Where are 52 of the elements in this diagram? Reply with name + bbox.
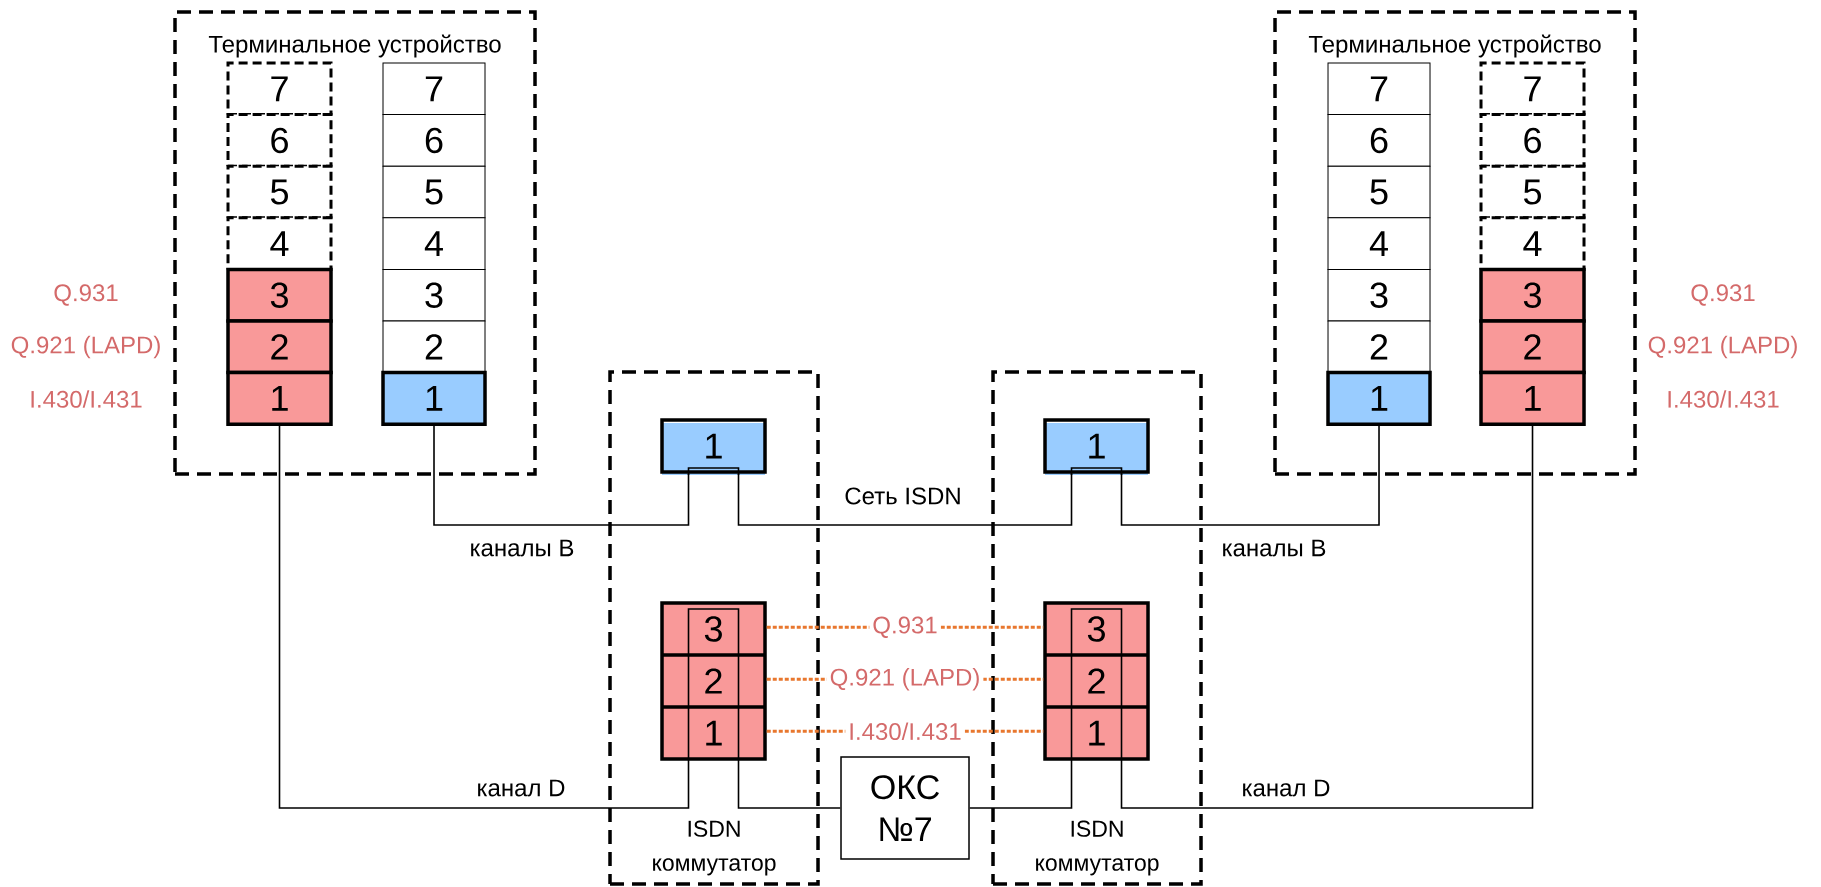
layer-cell: 6 — [226, 113, 333, 168]
layer-stack: 3 2 1 — [660, 601, 767, 761]
protocol-label: Q.931 — [54, 284, 118, 306]
layer-cell: 5 — [1479, 164, 1586, 220]
layer-cell: 1 — [1043, 418, 1150, 476]
connection-line — [968, 425, 1534, 809]
connection-line — [1120, 425, 1380, 526]
layer-cell: 7 — [382, 62, 486, 116]
protocol-label: Q.931 — [1691, 284, 1755, 306]
edge-label: каналы B — [1219, 537, 1329, 559]
signalling-box: ОКС №7 — [840, 756, 970, 860]
protocol-label: I.430/I.431 — [1668, 390, 1779, 408]
layer-cell: 7 — [1479, 61, 1586, 117]
layer-cell: 4 — [1327, 217, 1431, 270]
layer-cell: 4 — [226, 216, 333, 271]
layer-cell: 7 — [1327, 62, 1431, 116]
layer-cell: 4 — [1479, 216, 1586, 271]
protocol-label: I.430/I.431 — [31, 390, 142, 408]
layer-cell: 3 — [382, 268, 486, 322]
protocol-label: Q.921 (LAPD) — [1648, 335, 1797, 359]
layer-cell: 1 — [660, 418, 767, 476]
layer-cell: 2 — [1327, 320, 1431, 374]
layer-cell: 3 — [1479, 267, 1586, 323]
layer-cell: 1 — [1479, 370, 1586, 426]
layer-cell: 6 — [1327, 114, 1431, 167]
layer-cell: 5 — [1327, 165, 1431, 219]
layer-cell: 3 — [1327, 268, 1431, 322]
layer-stack: 3 2 1 — [1043, 601, 1150, 761]
edge-label: Q.921 (LAPD) — [826, 665, 984, 694]
layer-cell: 3 — [226, 267, 333, 323]
layer-cell: 2 — [1479, 319, 1586, 375]
layer-cell: 2 — [226, 319, 333, 375]
layer-cell: 5 — [226, 164, 333, 220]
layer-cell: 6 — [382, 114, 486, 167]
layer-cell: 6 — [1479, 113, 1586, 168]
layer-cell: 1 — [226, 370, 333, 426]
protocol-label: Q.921 (LAPD) — [11, 335, 160, 359]
edge-label: Q.931 — [869, 613, 941, 641]
network-label: Сеть ISDN — [845, 487, 960, 505]
edge-label: канал D — [1239, 777, 1333, 799]
connection-line — [278, 425, 842, 809]
edge-label: канал D — [474, 777, 568, 799]
layer-cell: 4 — [382, 217, 486, 270]
layer-cell: 5 — [382, 165, 486, 219]
layer-cell: 2 — [382, 320, 486, 374]
connection-line — [433, 425, 690, 526]
edge-label: каналы B — [467, 537, 577, 559]
layer-cell: 1 — [381, 370, 487, 426]
edge-label: I.430/I.431 — [845, 719, 965, 744]
connection-line — [737, 472, 1073, 526]
layer-cell: 1 — [1326, 370, 1432, 426]
layer-cell: 7 — [226, 61, 333, 117]
